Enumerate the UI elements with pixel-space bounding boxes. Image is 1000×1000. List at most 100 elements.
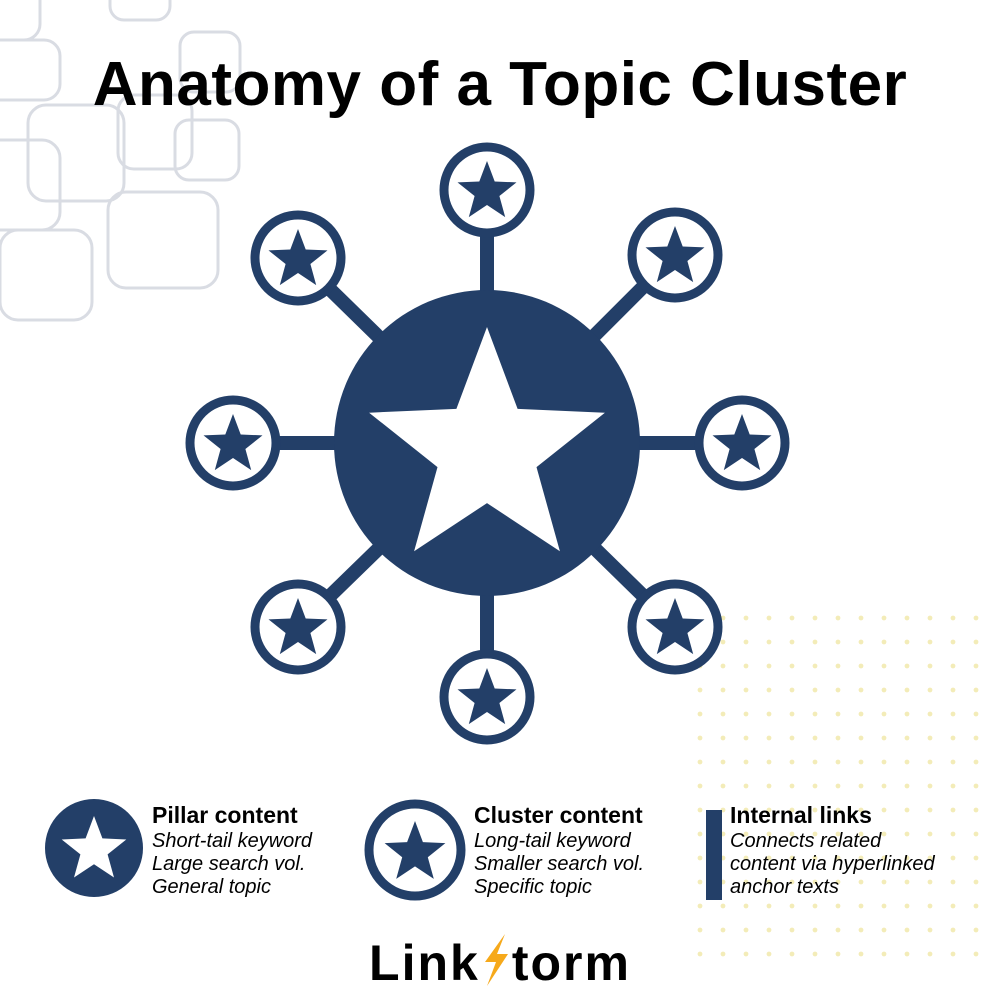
decor-dot (950, 759, 956, 765)
star-icon (203, 414, 263, 471)
decor-dot (697, 807, 703, 813)
decor-dot (950, 663, 956, 669)
decor-dot (973, 879, 979, 885)
decor-dot (789, 687, 795, 693)
decor-dot (904, 615, 910, 621)
star-icon (369, 327, 605, 552)
decor-dot (927, 831, 933, 837)
decor-dot (881, 759, 887, 765)
decor-dot (835, 687, 841, 693)
decor-dot (720, 927, 726, 933)
decor-dot (812, 855, 818, 861)
decor-dot (927, 759, 933, 765)
legend-links-line: Connects related (730, 830, 882, 852)
decor-dot (904, 759, 910, 765)
cluster-node-bottom (439, 649, 535, 745)
decor-dot (950, 807, 956, 813)
decor-dot (858, 879, 864, 885)
decor-dot (697, 711, 703, 717)
star-icon (268, 229, 328, 286)
cluster-node-bottom-right (627, 579, 723, 675)
decor-dot (950, 639, 956, 645)
legend-pillar-line: General topic (152, 876, 271, 898)
legend-internal-links: Internal links Connects related content … (730, 800, 935, 899)
decor-dot (858, 855, 864, 861)
decor-dot (973, 903, 979, 909)
decor-dot (950, 735, 956, 741)
decor-dot (950, 615, 956, 621)
decor-dot (720, 663, 726, 669)
lightning-bolt-icon (484, 934, 508, 986)
decor-dot (835, 615, 841, 621)
decor-dot (743, 687, 749, 693)
decor-dot (697, 735, 703, 741)
legend-pillar-title: Pillar content (152, 802, 298, 828)
decor-dot (973, 927, 979, 933)
decor-dot (835, 927, 841, 933)
brand-text-part2: torm (511, 935, 631, 991)
decor-dot (950, 783, 956, 789)
decor-dot (881, 687, 887, 693)
decor-dot (835, 903, 841, 909)
decor-dot (881, 807, 887, 813)
decor-dot (973, 951, 979, 957)
star-icon (457, 668, 517, 725)
decor-dot (766, 759, 772, 765)
decor-squares (0, 0, 242, 322)
decor-dot (697, 879, 703, 885)
decor-dot (812, 759, 818, 765)
decor-dot (812, 927, 818, 933)
decor-dot (904, 639, 910, 645)
decor-dot (789, 639, 795, 645)
decor-dot (881, 663, 887, 669)
decor-dot (858, 687, 864, 693)
brand-text-part1: Link (369, 935, 480, 991)
decor-dot (812, 639, 818, 645)
decor-dot (720, 711, 726, 717)
decor-dot (835, 735, 841, 741)
decor-dot (743, 831, 749, 837)
legend-pillar: Pillar content Short-tail keyword Large … (152, 800, 312, 899)
decor-dot (812, 735, 818, 741)
legend-cluster: Cluster content Long-tail keyword Smalle… (474, 800, 644, 899)
decor-dot (766, 639, 772, 645)
decor-dot (904, 831, 910, 837)
decor-dot (697, 855, 703, 861)
decor-dot (973, 711, 979, 717)
decor-dot (697, 903, 703, 909)
decor-dot (720, 903, 726, 909)
decor-dot (743, 639, 749, 645)
decor-dot (973, 687, 979, 693)
decor-dot (766, 855, 772, 861)
decor-dot (812, 663, 818, 669)
decor-dot (812, 783, 818, 789)
decor-dot (904, 711, 910, 717)
decor-dot (881, 927, 887, 933)
decor-dot (973, 663, 979, 669)
cluster-node-bottom-left (250, 579, 346, 675)
decor-dot (881, 879, 887, 885)
cluster-node-right (694, 395, 790, 491)
decor-dot (950, 711, 956, 717)
decor-dot (743, 807, 749, 813)
decor-dot (858, 735, 864, 741)
decor-dot (789, 783, 795, 789)
star-icon (457, 161, 517, 218)
decor-dot (743, 879, 749, 885)
decor-dot (835, 831, 841, 837)
decor-dot (904, 783, 910, 789)
decor-dot (858, 615, 864, 621)
legend-cluster-line: Specific topic (474, 876, 592, 898)
decor-dot (881, 615, 887, 621)
decor-dot (743, 735, 749, 741)
legend-pillar-line: Large search vol. (152, 853, 306, 875)
legend-links-line: content via hyperlinked (730, 853, 935, 875)
decor-dot (743, 927, 749, 933)
decor-dot (789, 831, 795, 837)
decor-dot (743, 711, 749, 717)
decor-dot (766, 951, 772, 957)
pillar-legend-icon (45, 799, 143, 897)
decor-dot (973, 615, 979, 621)
star-icon (645, 598, 705, 655)
